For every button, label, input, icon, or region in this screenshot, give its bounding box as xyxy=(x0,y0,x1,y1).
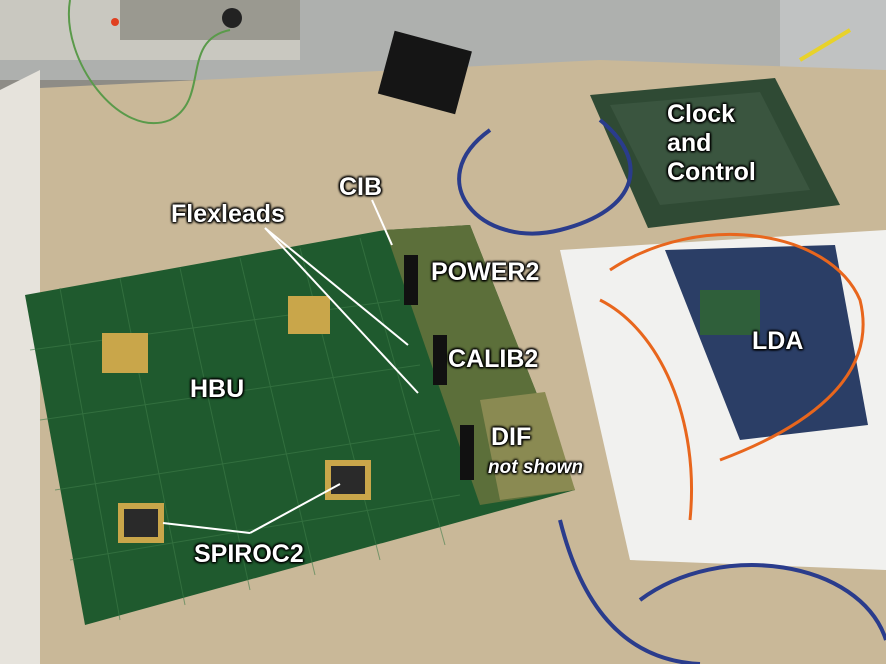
connector-1 xyxy=(404,255,418,305)
power2-label: POWER2 xyxy=(431,258,540,286)
blue-cable-3 xyxy=(638,563,886,641)
knob xyxy=(222,8,242,28)
dif-note-label: not shown xyxy=(488,457,583,478)
hbu-grid xyxy=(29,237,461,621)
gold-chip-2 xyxy=(288,296,330,334)
power-adapter xyxy=(377,30,472,115)
spiroc-pointer-1 xyxy=(162,522,251,534)
lda-mezzanine xyxy=(700,290,760,335)
dif-label: DIF xyxy=(491,423,532,451)
flexleads-label: Flexleads xyxy=(171,200,285,228)
connector-3 xyxy=(460,425,474,480)
orange-cable-2 xyxy=(599,298,694,521)
green-cable xyxy=(67,0,231,124)
table-edge xyxy=(0,70,40,664)
dif-area xyxy=(480,392,575,500)
label-pointers xyxy=(162,199,419,534)
connector-2 xyxy=(433,335,447,385)
flexlead-pointer-2 xyxy=(264,227,419,394)
spiroc2-label: SPIROC2 xyxy=(194,540,304,568)
orange-cable-1 xyxy=(609,233,865,462)
calib2-label: CALIB2 xyxy=(448,345,539,373)
spiroc-chip-1-core xyxy=(124,509,158,537)
flexlead-pointer-1 xyxy=(264,227,409,346)
cib-pointer xyxy=(371,199,393,246)
spiroc-chip-2-core xyxy=(331,466,365,494)
yellow-cable xyxy=(798,28,852,62)
spiroc-pointer-2 xyxy=(249,483,341,534)
clock-and-control-label: Clock and Control xyxy=(667,100,756,186)
cib-label: CIB xyxy=(339,173,383,201)
blue-cable-1 xyxy=(457,118,633,236)
blue-cable-2 xyxy=(558,519,701,664)
clock-board-chips xyxy=(610,92,810,205)
lda-label: LDA xyxy=(752,327,804,355)
red-indicator xyxy=(111,18,119,26)
hbu-label: HBU xyxy=(190,375,245,403)
gold-chip-1 xyxy=(102,333,148,373)
rack-panel-2 xyxy=(120,0,300,40)
